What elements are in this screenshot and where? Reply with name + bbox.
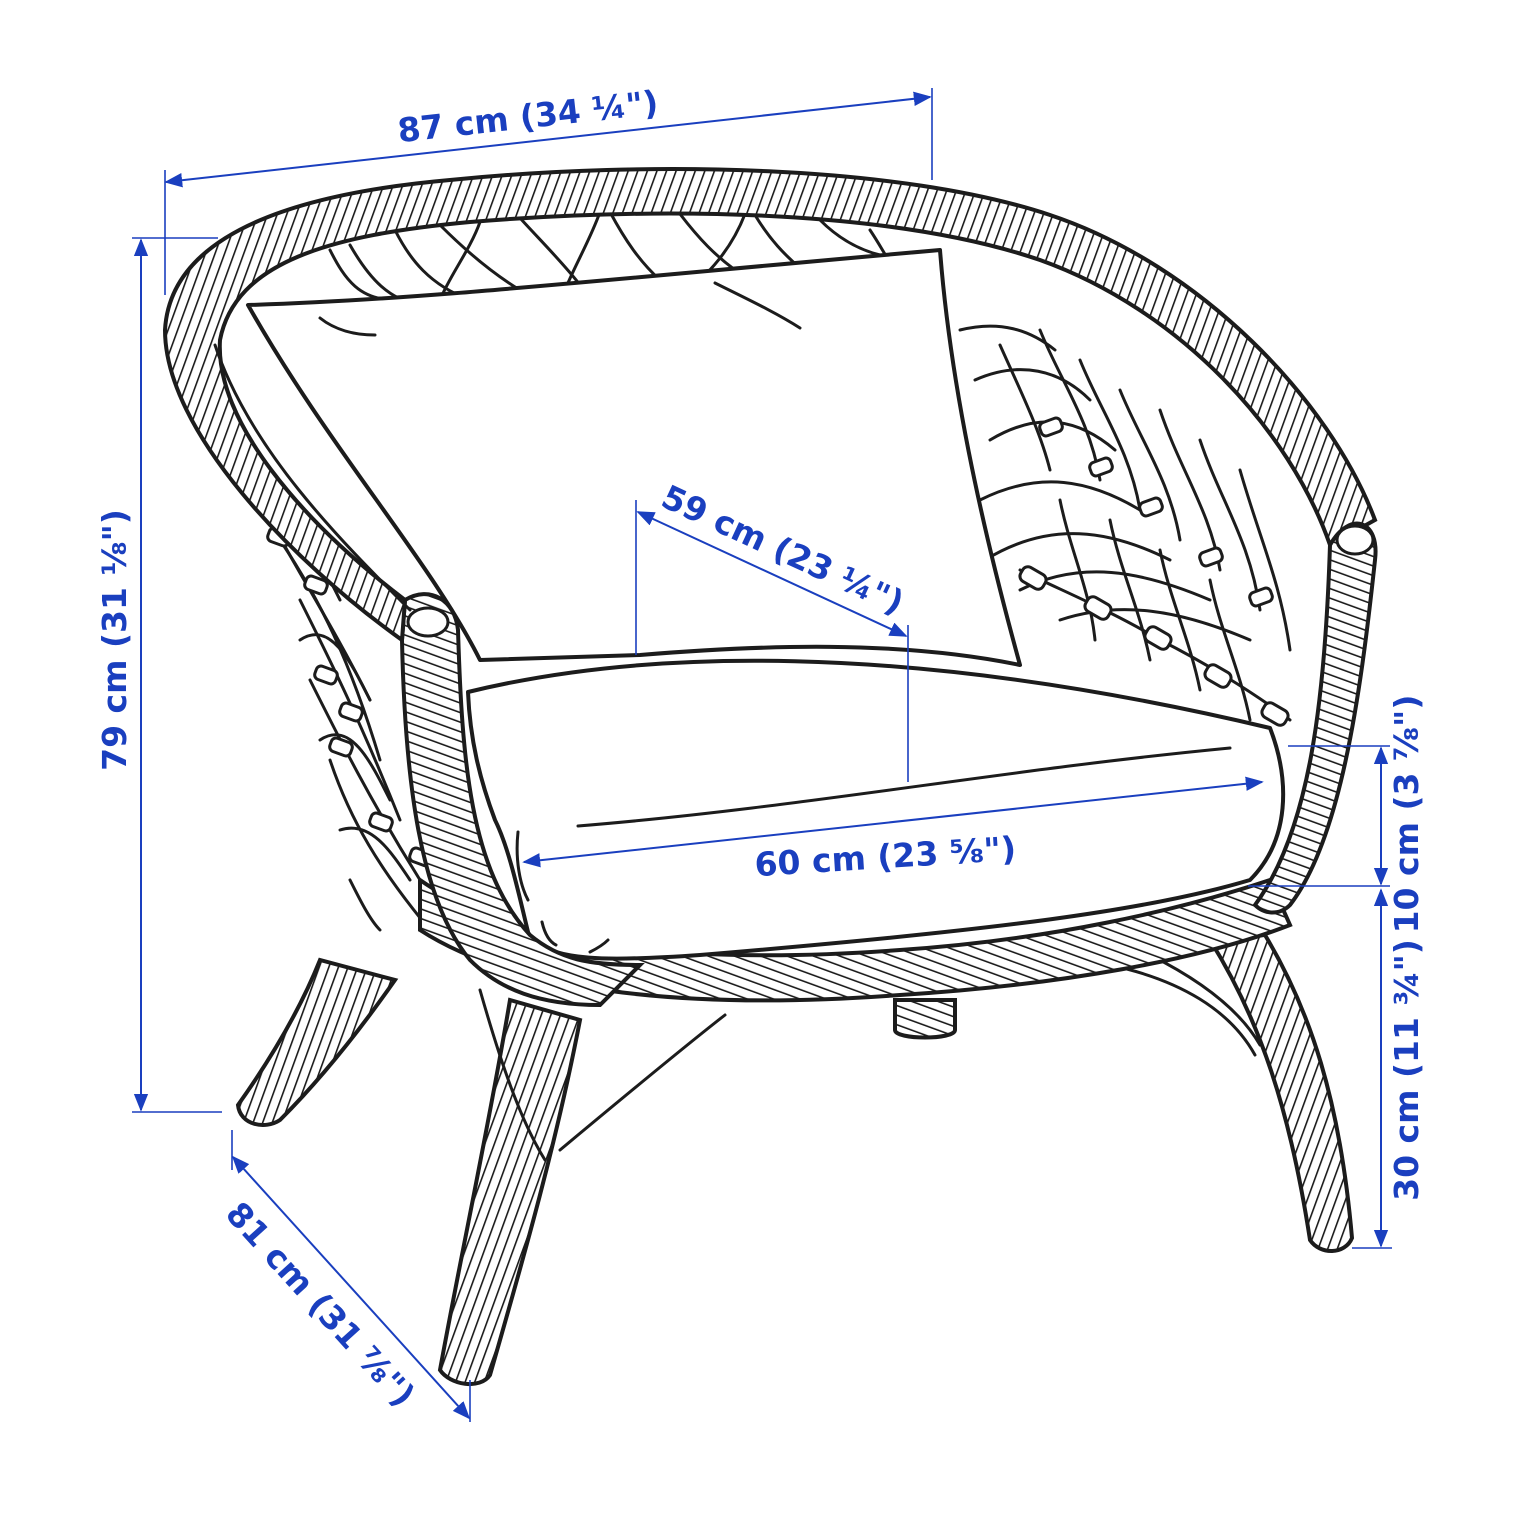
chair-illustration	[162, 167, 1378, 1387]
cushion-thickness-label: 10 cm (3 ⅞")	[1387, 695, 1426, 934]
front-right-leg	[1206, 932, 1355, 1253]
height-label: 79 cm (31 ⅛")	[95, 509, 134, 771]
left-arm-post	[399, 592, 645, 1008]
right-arm-post	[1252, 521, 1378, 915]
back-center-foot	[893, 998, 957, 1040]
front-left-leg	[437, 997, 583, 1387]
width-label: 87 cm (34 ¼")	[396, 83, 660, 150]
depth-label: 81 cm (31 ⅞")	[218, 1194, 423, 1414]
back-left-leg	[235, 957, 399, 1127]
seat-height-label: 30 cm (11 ¾")	[1387, 939, 1426, 1201]
dimension-lines	[132, 88, 1392, 1422]
